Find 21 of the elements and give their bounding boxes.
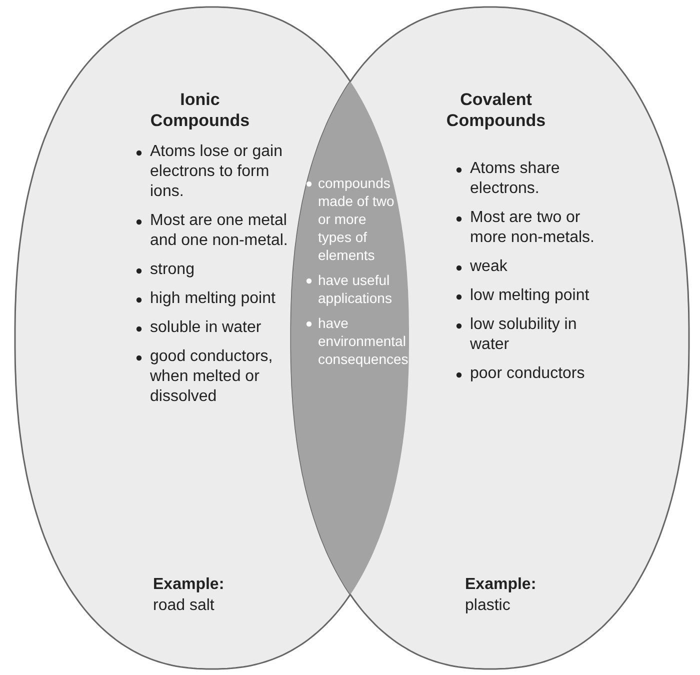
example-text: plastic: [465, 596, 510, 616]
bullet-text: have environmental consequences: [318, 315, 408, 367]
heading: Ionic Compounds: [149, 89, 251, 131]
bullet-text: poor conductors: [470, 365, 585, 382]
example-label: Example:: [465, 575, 536, 595]
bullet-text: soluble in water: [150, 319, 262, 336]
bullet-text: Atoms lose or gain electrons to form ions.: [150, 143, 283, 200]
bullet-text: low melting point: [470, 287, 590, 304]
bullet-text: compounds made of two or more types of elements: [318, 175, 394, 263]
bullet-text: have useful applications: [318, 272, 392, 306]
bullet-text: low solubility in water: [470, 316, 577, 353]
bullet-text: good conductors, when melted or dissolved: [150, 348, 273, 405]
example-label: Example:: [153, 575, 224, 595]
bullet-text: strong: [150, 261, 194, 278]
bullet-text: high melting point: [150, 290, 276, 307]
bullet-text: weak: [470, 258, 508, 275]
bullet-text: Atoms share electrons.: [470, 160, 560, 197]
heading: Covalent Compounds: [445, 89, 547, 131]
bullet-text: Most are one metal and one non-metal.: [150, 212, 288, 249]
example-text: road salt: [153, 596, 214, 616]
bullet-text: Most are two or more non-metals.: [470, 209, 594, 246]
